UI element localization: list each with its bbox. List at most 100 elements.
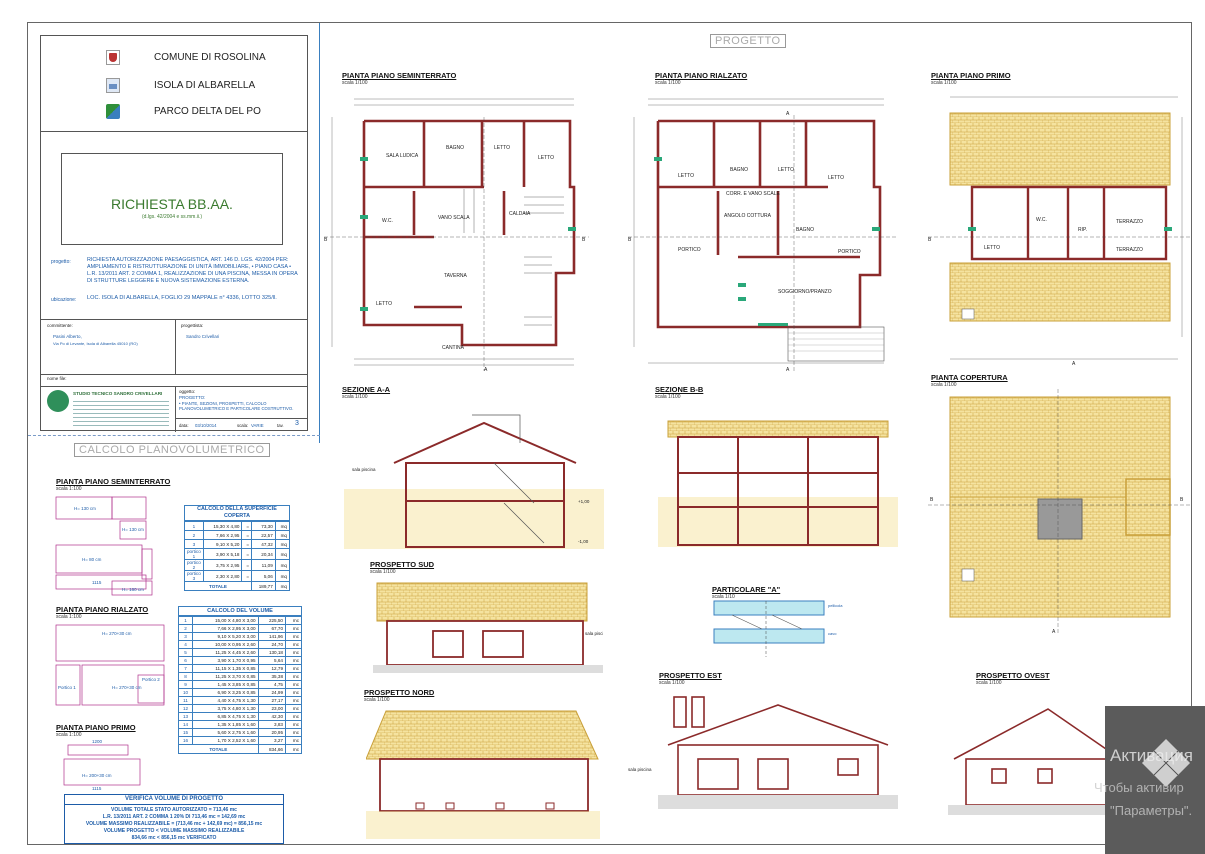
surface-cell-unit: mq bbox=[274, 548, 291, 560]
volume-cell-expr: 9,10 X 5,20 X 3,00 bbox=[192, 632, 259, 641]
progettista-label: progettista: bbox=[181, 323, 204, 328]
svg-text:B: B bbox=[930, 497, 934, 503]
volume-cell-unit: mc bbox=[285, 656, 302, 665]
svg-text:LETTO: LETTO bbox=[678, 173, 694, 179]
svg-text:BAGNO: BAGNO bbox=[796, 227, 814, 233]
svg-text:PORTICO: PORTICO bbox=[678, 247, 701, 253]
verify-line: VOLUME PROGETTO < VOLUME MASSIMO REALIZZ… bbox=[103, 828, 245, 834]
drawing-title-sez-aa: SEZIONE A-A bbox=[342, 385, 391, 394]
svg-text:A: A bbox=[786, 111, 790, 117]
svg-text:W.C.: W.C. bbox=[1036, 217, 1047, 223]
volume-cell-val: 20,95 bbox=[257, 728, 287, 737]
verify-line: 834,66 mc < 856,15 mc VERIFICATO bbox=[131, 835, 217, 841]
drawing-scale: scala 1/100 bbox=[931, 80, 957, 86]
svg-text:-1,00: -1,00 bbox=[578, 539, 589, 544]
svg-text:sala piscina: sala piscina bbox=[352, 467, 376, 472]
volume-cell-expr: 5,60 X 2,75 X 1,60 bbox=[192, 728, 259, 737]
volume-cell-expr: 10,00 X 0,95 X 2,60 bbox=[192, 640, 259, 649]
entity-row-1: COMUNE DI ROSOLINA bbox=[106, 48, 296, 68]
drawing-title-prosp-ovest: PROSPETTO OVEST bbox=[976, 671, 1050, 680]
svg-text:H= 200+30 cm: H= 200+30 cm bbox=[82, 773, 112, 778]
surface-cell-eq: = bbox=[241, 570, 253, 582]
svg-text:sala piscina: sala piscina bbox=[585, 631, 603, 636]
volume-cell-n: 8 bbox=[178, 672, 193, 681]
surface-cell-expr: 3,90 X 5,18 bbox=[202, 548, 243, 560]
surface-cell-val: 20,34 bbox=[251, 548, 276, 560]
elevation-west-drawing bbox=[948, 708, 1108, 815]
volume-cell-unit: mc bbox=[285, 720, 302, 729]
volume-cell-val: 3,83 bbox=[257, 720, 287, 729]
svg-text:B: B bbox=[324, 237, 328, 243]
surface-cell-unit: mq bbox=[274, 521, 291, 531]
calc-plan-scale: scala 1:100 bbox=[56, 614, 82, 620]
studio-details-lines bbox=[73, 398, 169, 428]
svg-text:CALDAIA: CALDAIA bbox=[509, 211, 531, 217]
svg-text:Portico 2: Portico 2 bbox=[142, 677, 160, 682]
surface-cell-n: portico 2 bbox=[184, 559, 204, 571]
drawing-scale: scala 1/100 bbox=[342, 394, 368, 400]
volume-cell-unit: mc bbox=[285, 664, 302, 673]
surface-total-unit: mq bbox=[274, 581, 291, 591]
drawing-scale: scala 1/10 bbox=[712, 594, 735, 600]
entity-label: ISOLA DI ALBARELLA bbox=[154, 80, 256, 91]
svg-text:B: B bbox=[582, 237, 586, 243]
calc-section-title: CALCOLO PLANOVOLUMETRICO bbox=[74, 443, 270, 457]
volume-cell-unit: mc bbox=[285, 688, 302, 697]
svg-text:LETTO: LETTO bbox=[376, 301, 392, 307]
volume-cell-val: 24,99 bbox=[257, 688, 287, 697]
location-text: LOC. ISOLA DI ALBARELLA, FOGLIO 29 MAPPA… bbox=[87, 295, 277, 301]
volume-cell-n: 1 bbox=[178, 616, 193, 625]
volume-cell-val: 42,30 bbox=[257, 712, 287, 721]
svg-text:TERRAZZO: TERRAZZO bbox=[1116, 219, 1143, 225]
calc-plan-scale: scala 1:100 bbox=[56, 732, 82, 738]
date-value: 03/10/2014 bbox=[195, 423, 217, 428]
calc-plan-title-rialz: PIANTA PIANO RIALZATO bbox=[56, 605, 149, 614]
calc-plan-title-primo: PIANTA PIANO PRIMO bbox=[56, 723, 136, 732]
parco-delta-logo-icon bbox=[106, 104, 120, 119]
verify-box: VERIFICA VOLUME DI PROGETTO VOLUME TOTAL… bbox=[64, 794, 284, 844]
entity-label: PARCO DELTA DEL PO bbox=[154, 106, 261, 117]
volume-table-header: CALCOLO DEL VOLUME bbox=[178, 606, 302, 616]
svg-text:CORR. E VANO SCALE: CORR. E VANO SCALE bbox=[726, 191, 780, 197]
studio-logo-icon bbox=[47, 390, 69, 412]
calc-plan-scale: scala 1:100 bbox=[56, 486, 82, 492]
surface-cell-unit: mq bbox=[274, 559, 291, 571]
volume-cell-unit: mc bbox=[285, 704, 302, 713]
nome-file-label: nome file: bbox=[47, 376, 67, 381]
svg-text:B: B bbox=[1180, 497, 1184, 503]
surface-cell-eq: = bbox=[241, 559, 253, 571]
svg-text:CANTINA: CANTINA bbox=[442, 345, 465, 351]
volume-total-value: 834,66 bbox=[257, 744, 287, 754]
surface-cell-expr: 3,75 X 2,95 bbox=[202, 559, 243, 571]
svg-text:SALA LUDICA: SALA LUDICA bbox=[386, 153, 419, 159]
volume-cell-n: 11 bbox=[178, 696, 193, 705]
calc-plan-title-semint: PIANTA PIANO SEMINTERRATO bbox=[56, 477, 171, 486]
svg-text:ANGOLO COTTURA: ANGOLO COTTURA bbox=[724, 213, 772, 219]
volume-cell-expr: 11,15 X 1,35 X 0,85 bbox=[192, 664, 259, 673]
svg-text:TERRAZZO: TERRAZZO bbox=[1116, 247, 1143, 253]
surface-cell-n: 1 bbox=[184, 521, 204, 531]
drawing-title-prosp-est: PROSPETTO EST bbox=[659, 671, 722, 680]
elevation-east-drawing: sala piscina bbox=[628, 696, 898, 809]
drawing-title-copertura: PIANTA COPERTURA bbox=[931, 373, 1008, 382]
volume-cell-unit: mc bbox=[285, 616, 302, 625]
svg-text:RIP.: RIP. bbox=[1078, 227, 1087, 233]
volume-cell-n: 13 bbox=[178, 712, 193, 721]
svg-text:PORTICO: PORTICO bbox=[838, 249, 861, 255]
svg-text:pellicola: pellicola bbox=[828, 603, 843, 608]
volume-cell-expr: 6,85 X 4,75 X 1,30 bbox=[192, 712, 259, 721]
verify-line: L.R. 13/2011 ART. 2 COMMA 1 20% DI 713,4… bbox=[102, 814, 246, 820]
volume-cell-val: 23,00 bbox=[257, 704, 287, 713]
drawing-title-prosp-nord: PROSPETTO NORD bbox=[364, 688, 435, 697]
volume-cell-n: 16 bbox=[178, 736, 193, 745]
